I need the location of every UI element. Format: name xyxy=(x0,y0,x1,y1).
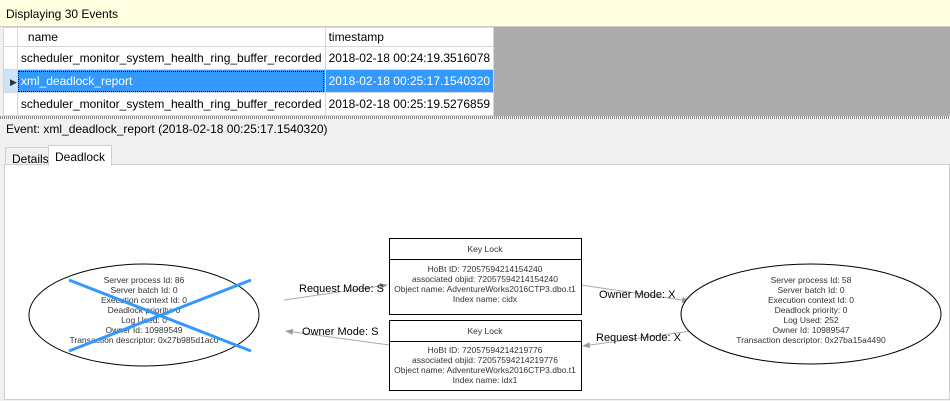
svg-text:Transaction descriptor: 0x27ba: Transaction descriptor: 0x27ba15a4490 xyxy=(736,335,886,345)
event-count: Displaying 30 Events xyxy=(6,7,119,21)
victim-x-icon xyxy=(68,278,252,353)
event-label: Event: xml_deadlock_report (2018-02-18 0… xyxy=(6,122,328,136)
svg-text:Execution context Id: 0: Execution context Id: 0 xyxy=(101,295,187,305)
row-pointer-icon: ▶ xyxy=(3,69,18,93)
svg-text:Transaction descriptor: 0x27b9: Transaction descriptor: 0x27b985d1ac0 xyxy=(70,335,219,345)
splitter[interactable] xyxy=(0,116,950,119)
process-node[interactable]: Server process Id: 58 Server batch Id: 0… xyxy=(680,263,942,365)
table-row[interactable]: scheduler_monitor_system_health_ring_buf… xyxy=(3,92,495,116)
column-header-name[interactable]: name xyxy=(16,27,326,47)
edge-label: Request Mode: S xyxy=(299,283,384,295)
status-bar: Displaying 30 Events xyxy=(0,0,950,27)
events-grid: name timestamp scheduler_monitor_system_… xyxy=(3,27,950,116)
svg-text:Index name: cidx: Index name: cidx xyxy=(453,294,518,304)
svg-text:associated objid: 720575942142: associated objid: 72057594214219776 xyxy=(412,355,558,365)
event-timestamp: 2018-02-18 00:24:19.3516078 xyxy=(324,46,495,70)
svg-text:Server process Id: 58: Server process Id: 58 xyxy=(771,275,852,285)
svg-text:Key Lock: Key Lock xyxy=(468,326,504,336)
svg-text:Owner Id: 10989547: Owner Id: 10989547 xyxy=(772,325,849,335)
edge-label: Owner Mode: S xyxy=(302,326,378,338)
svg-text:Owner Id: 10989549: Owner Id: 10989549 xyxy=(105,325,182,335)
svg-text:Index name: idx1: Index name: idx1 xyxy=(453,375,518,385)
column-header-timestamp[interactable]: timestamp xyxy=(324,27,495,47)
table-row-selected[interactable]: ▶ xml_deadlock_report 2018-02-18 00:25:1… xyxy=(3,69,495,93)
edge-label: Owner Mode: X xyxy=(599,289,676,301)
table-row[interactable]: scheduler_monitor_system_health_ring_buf… xyxy=(3,46,495,70)
key-lock-node[interactable]: Key Lock HoBt ID: 72057594214219776 asso… xyxy=(389,320,582,391)
grid-header: name timestamp xyxy=(3,27,495,47)
svg-text:Deadlock priority: 0: Deadlock priority: 0 xyxy=(775,305,848,315)
svg-text:Object name: AdventureWorks201: Object name: AdventureWorks2016CTP3.dbo.… xyxy=(394,284,576,294)
edge-request-x xyxy=(582,330,692,349)
tab-deadlock[interactable]: Deadlock xyxy=(48,145,113,166)
deadlock-graph-panel: Request Mode: S Owner Mode: S Owner Mode… xyxy=(4,164,950,400)
edge-owner-x xyxy=(580,284,690,303)
edge-owner-s xyxy=(285,328,390,346)
victim-process-node[interactable]: Server process Id: 86 Server batch Id: 0… xyxy=(28,263,260,367)
svg-text:Key Lock: Key Lock xyxy=(468,244,504,254)
svg-text:HoBt ID: 72057594214219776: HoBt ID: 72057594214219776 xyxy=(428,345,543,355)
edge-label: Request Mode: X xyxy=(596,332,682,344)
event-name: xml_deadlock_report xyxy=(16,69,326,93)
svg-text:Server batch Id: 0: Server batch Id: 0 xyxy=(777,285,844,295)
svg-text:Server batch Id: 0: Server batch Id: 0 xyxy=(110,285,177,295)
svg-text:Log Used: 252: Log Used: 252 xyxy=(783,315,839,325)
key-lock-node[interactable]: Key Lock HoBt ID: 72057594214154240 asso… xyxy=(389,238,582,315)
svg-text:Server process Id: 86: Server process Id: 86 xyxy=(104,275,185,285)
event-name: scheduler_monitor_system_health_ring_buf… xyxy=(16,92,326,116)
event-timestamp: 2018-02-18 00:25:17.1540320 xyxy=(324,69,495,93)
svg-text:Log Used: 0: Log Used: 0 xyxy=(121,315,167,325)
event-name: scheduler_monitor_system_health_ring_buf… xyxy=(16,46,326,70)
svg-text:Execution context Id: 0: Execution context Id: 0 xyxy=(768,295,854,305)
event-timestamp: 2018-02-18 00:25:19.5276859 xyxy=(324,92,495,116)
svg-text:Object name: AdventureWorks201: Object name: AdventureWorks2016CTP3.dbo.… xyxy=(394,365,576,375)
edge-request-s xyxy=(283,283,388,301)
svg-text:HoBt ID: 72057594214154240: HoBt ID: 72057594214154240 xyxy=(428,264,543,274)
svg-text:associated objid: 720575942141: associated objid: 72057594214154240 xyxy=(412,274,558,284)
